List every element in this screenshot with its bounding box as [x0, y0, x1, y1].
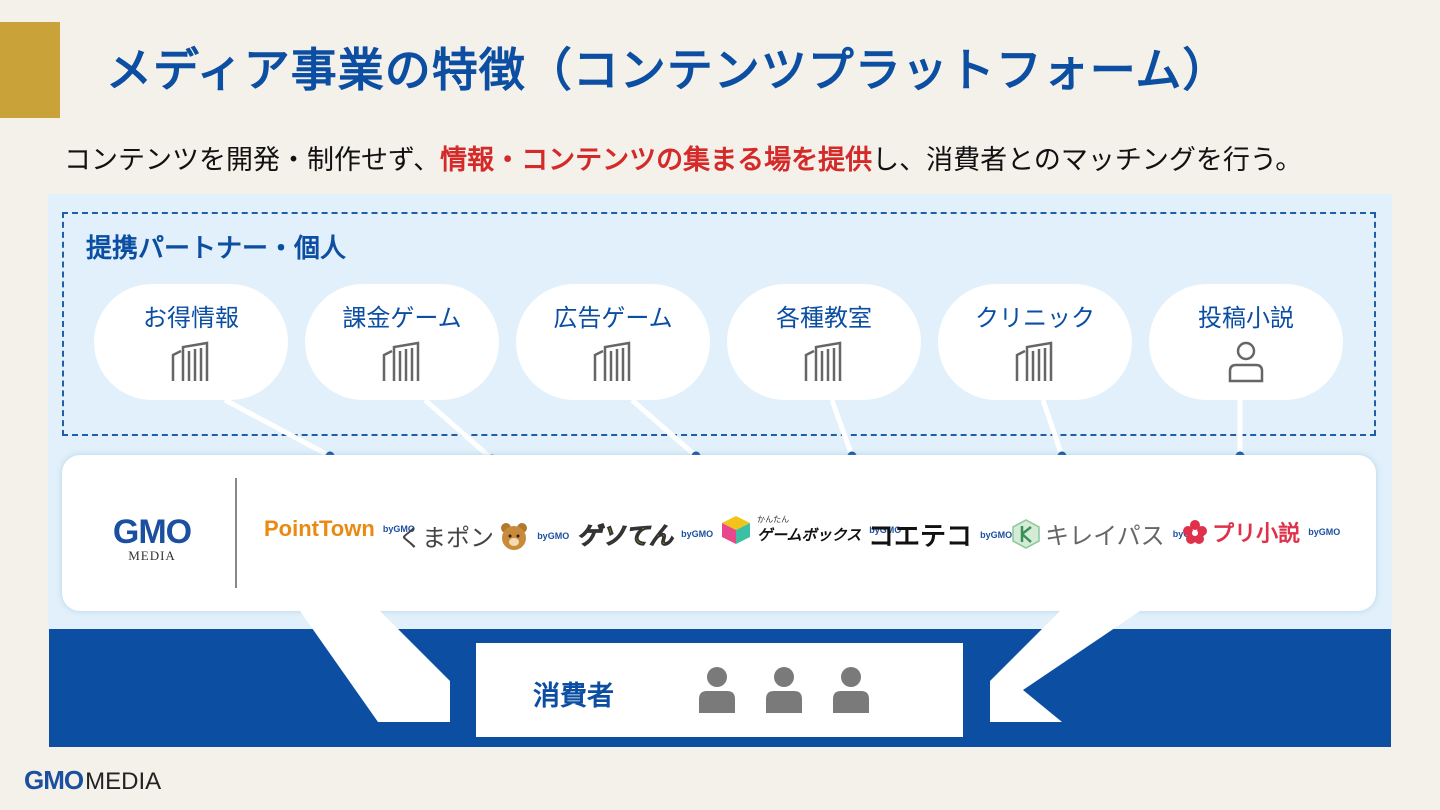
- consumer-person-icon: [766, 667, 802, 713]
- consumer-label: 消費者: [533, 681, 614, 712]
- bear-icon: [501, 522, 528, 550]
- brand-name: ゲソてん: [577, 523, 674, 551]
- building-icon: [171, 341, 209, 381]
- consumer-person-icon: [699, 667, 735, 713]
- partner-group-box: [62, 212, 1376, 436]
- partner-label: 広告ゲーム: [553, 304, 673, 332]
- brand-by: byGMO: [869, 525, 902, 535]
- subtitle-pre: コンテンツを開発・制作せず、: [64, 145, 441, 176]
- brand-name: プリ小説: [1212, 521, 1301, 546]
- partner-label: 投稿小説: [1198, 304, 1294, 332]
- footer-media-text: MEDIA: [85, 768, 162, 795]
- building-icon: [593, 341, 631, 381]
- brand-by: byGMO: [1308, 527, 1341, 537]
- brand-name: PointTown: [264, 516, 375, 541]
- kireipass-leaf-icon: [1012, 518, 1040, 549]
- partner-label: 課金ゲーム: [342, 304, 462, 332]
- brand-top-text: かんたん: [757, 515, 790, 524]
- right-flow-arrow-shape: [990, 611, 1140, 722]
- brand-logo-gamebox: かんたん ゲームボックス byGMO: [720, 514, 901, 558]
- brand-by: byGMO: [980, 529, 1013, 540]
- partner-bubble: 各種教室: [727, 284, 921, 400]
- subtitle-post: し、消費者とのマッチングを行う。: [872, 145, 1303, 176]
- brand-by: byGMO: [537, 530, 570, 541]
- page-subtitle: コンテンツを開発・制作せず、情報・コンテンツの集まる場を提供し、消費者とのマッチ…: [64, 138, 1302, 177]
- partner-label: お得情報: [143, 304, 239, 332]
- consumer-box: [476, 643, 963, 737]
- partner-label: 各種教室: [776, 304, 872, 332]
- title-accent-bar: [0, 22, 60, 118]
- brand-name: ゲームボックス: [757, 527, 862, 544]
- footer-gmo-text: GMO: [24, 765, 84, 795]
- partner-bubble: 課金ゲーム: [305, 284, 499, 400]
- brand-by: byGMO: [382, 524, 415, 534]
- building-icon: [804, 341, 842, 381]
- person-icon: [1228, 341, 1264, 383]
- brand-name: キレイパス: [1045, 523, 1165, 550]
- gamebox-cube-icon: [722, 516, 750, 544]
- brand-logo-purishosetsu: プリ小説 byGMO: [1183, 516, 1340, 560]
- partner-bubble: 投稿小説: [1149, 284, 1343, 400]
- building-icon: [382, 341, 420, 381]
- left-flow-arrow-shape: [300, 611, 450, 722]
- brand-logo-kumapon: くまポン byGMO: [398, 518, 569, 562]
- subtitle-highlight: 情報・コンテンツの集まる場を提供: [440, 145, 873, 176]
- brand-name: くまポン: [398, 525, 494, 552]
- partner-bubble: 広告ゲーム: [516, 284, 710, 400]
- brand-logo-pointtown: PointTown byGMO: [264, 516, 415, 560]
- logo-media-text: MEDIA: [128, 548, 176, 563]
- partner-bubble: お得情報: [94, 284, 288, 400]
- brand-by: byGMO: [681, 528, 714, 539]
- partner-label: クリニック: [975, 304, 1095, 332]
- brand-logo-kireipass: キレイパス byGMO: [1012, 516, 1205, 560]
- logo-gmo-text: GMO: [112, 513, 192, 551]
- logo-divider: [235, 478, 237, 588]
- consumer-person-icon: [833, 667, 869, 713]
- partner-bubble: クリニック: [938, 284, 1132, 400]
- partner-heading: 提携パートナー・個人: [86, 234, 347, 264]
- page-title: メディア事業の特徴（コンテンツプラットフォーム）: [106, 43, 1230, 97]
- brand-name: コエテコ: [868, 521, 973, 551]
- building-icon: [1015, 341, 1053, 381]
- brand-logo-koeteko: コエテコ byGMO: [868, 516, 1012, 560]
- brand-card: [62, 455, 1376, 611]
- brand-logo-gesoten: ゲソてん byGMO: [577, 516, 714, 560]
- gmo-media-logo: GMO MEDIA: [92, 513, 212, 564]
- footer-logo: GMOMEDIA: [24, 765, 161, 796]
- flower-icon: [1183, 520, 1207, 544]
